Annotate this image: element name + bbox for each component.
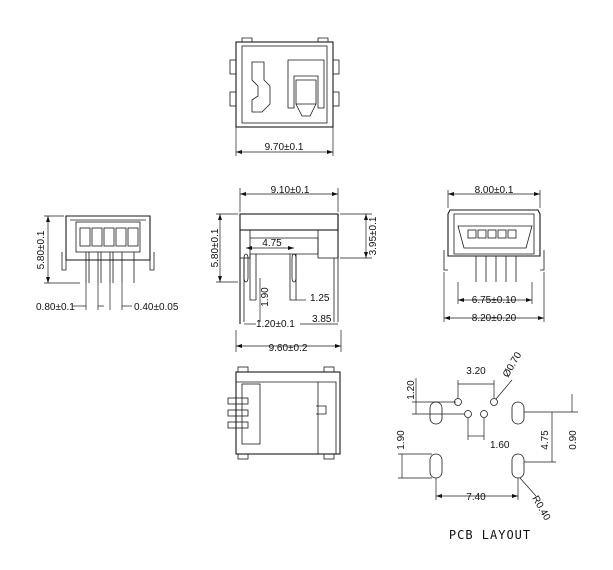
front-right-offset-label: 3.85 bbox=[312, 314, 332, 325]
pcb-slot-height-label: 0.90 bbox=[568, 430, 579, 450]
front-pin-offset-label: 1.20±0.1 bbox=[256, 319, 295, 330]
side-pin-label: 0.40±0.05 bbox=[134, 302, 179, 313]
pcb-pad-spacing-label: 3.20 bbox=[466, 366, 486, 377]
pcb-hole-dia-label: Ø0.70 bbox=[501, 350, 524, 379]
pcb-row-offset-label: 1.20 bbox=[406, 380, 417, 400]
pcb-slot-radius-label: R0.40 bbox=[529, 494, 552, 523]
end-bottom-width-label: 8.20±0.20 bbox=[472, 313, 517, 324]
front-lead-label: 1.90 bbox=[260, 287, 271, 307]
front-tab-label: 1.25 bbox=[310, 293, 330, 304]
front-bottom-width-label: 9.60±0.2 bbox=[269, 343, 308, 354]
bottom-view bbox=[227, 366, 341, 460]
front-top-width-label: 9.10±0.1 bbox=[271, 185, 310, 196]
side-height-label: 5.80±0.1 bbox=[36, 230, 47, 269]
side-view: 5.80±0.1 0.80±0.1 0.40±0.05 bbox=[36, 215, 179, 313]
end-inner-width-label: 6.75±0.10 bbox=[472, 295, 517, 306]
end-top-width-label: 8.00±0.1 bbox=[475, 185, 514, 196]
front-pin-span-label: 4.75 bbox=[262, 238, 282, 249]
front-height-label: 5.80±0.1 bbox=[210, 228, 221, 267]
top-width-label: 9.70±0.1 bbox=[265, 142, 304, 153]
pcb-slot-span-label: 7.40 bbox=[466, 492, 486, 503]
pcb-pin-pitch-label: 1.60 bbox=[490, 440, 510, 451]
front-right-height-label: 3.95±0.1 bbox=[368, 216, 379, 255]
pcb-pad-height-label: 1.90 bbox=[396, 430, 407, 450]
pcb-slot-offset-label: 4.75 bbox=[540, 430, 551, 450]
pcb-title: PCB LAYOUT bbox=[449, 528, 531, 542]
pcb-layout: 3.20 Ø0.70 1.20 1.90 1.60 4.75 0.90 7.40 bbox=[396, 350, 579, 542]
side-pitch-label: 0.80±0.1 bbox=[36, 302, 75, 313]
front-view: 9.10±0.1 5.80±0.1 3.95±0.1 4.75 1.90 1.2… bbox=[210, 185, 379, 354]
end-view: 8.00±0.1 6.75±0.10 8.20±0.20 bbox=[443, 185, 545, 324]
top-view: 9.70±0.1 bbox=[229, 37, 340, 156]
